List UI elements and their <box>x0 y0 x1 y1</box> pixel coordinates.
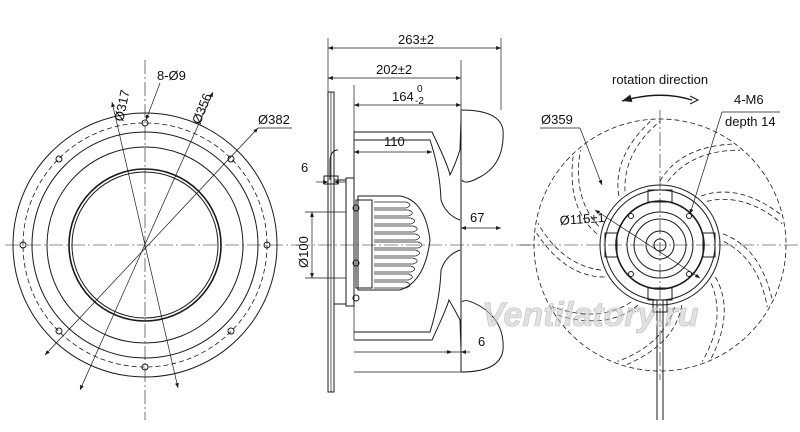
cooling-fin <box>374 273 413 281</box>
impeller-lower-profile-inner <box>354 249 461 333</box>
impeller-blade-edge <box>706 198 783 225</box>
label-depth: depth 14 <box>725 114 776 129</box>
impeller-upper-profile <box>354 119 462 177</box>
label-dia-115: Ø115±1 <box>559 210 605 228</box>
bolt-hole <box>19 241 27 249</box>
thread-leader <box>689 111 723 215</box>
dim-115-leader <box>594 209 701 279</box>
impeller-blade-edge <box>667 149 740 182</box>
cooling-fin <box>374 233 420 241</box>
motor-mount <box>355 199 373 289</box>
cable <box>329 149 339 180</box>
label-len-6-top: 6 <box>301 160 308 175</box>
impeller-blade <box>557 304 639 322</box>
impeller-blade-edge <box>537 223 602 271</box>
label-dia-317: Ø317 <box>111 88 132 122</box>
impeller-blade-edge <box>617 307 675 362</box>
label-len-110: 110 <box>384 134 405 149</box>
cooling-fin <box>374 225 418 233</box>
shaft-stub <box>333 179 347 305</box>
rotation-arrow-tail <box>689 95 700 105</box>
dim-359-leader <box>579 127 603 186</box>
label-len-164: 164 <box>392 89 414 104</box>
label-dia-382: Ø382 <box>258 112 290 127</box>
mount-screw <box>352 294 360 302</box>
impeller-upper-profile-inner <box>354 139 461 221</box>
mount-screw <box>352 204 360 212</box>
cooling-fins <box>374 201 423 289</box>
bolt-hole <box>227 327 235 335</box>
impeller-blade-edge <box>578 149 600 227</box>
label-dia-359: Ø359 <box>541 112 573 127</box>
cooling-fin <box>374 281 411 289</box>
impeller-blade <box>626 305 683 365</box>
rear-view: Ø359 Ø115±1 4-M6 depth 14 rotation direc… <box>520 72 798 420</box>
motor-body <box>352 195 431 302</box>
label-bolts: 8-Ø9 <box>157 68 186 83</box>
mount-screw <box>352 259 360 267</box>
impeller-blade <box>722 233 773 299</box>
impeller-lower-profile <box>354 298 462 351</box>
bolt-circle <box>22 122 268 368</box>
threaded-hole <box>628 271 634 277</box>
label-len-67: 67 <box>470 210 484 225</box>
cooling-fin <box>374 201 411 209</box>
label-len-263: 263±2 <box>398 32 434 47</box>
impeller-blade <box>571 156 598 235</box>
threaded-hole <box>686 213 692 219</box>
cooling-fin <box>374 257 418 265</box>
label-dia-100: Ø100 <box>296 236 311 268</box>
impeller-blade <box>536 232 605 278</box>
bolts-leader <box>145 82 161 121</box>
cooling-fin <box>374 217 416 225</box>
cable-gland <box>323 175 339 185</box>
impeller-blade-edge <box>552 301 632 315</box>
impeller-blade-edge <box>624 120 661 192</box>
impeller-blade-edge <box>723 241 768 308</box>
watermark: Ventilatory.ru <box>482 296 699 334</box>
impeller-blade <box>711 276 725 359</box>
label-len-202: 202±2 <box>376 62 412 77</box>
blade-curve-bottom <box>460 300 504 373</box>
impeller-blade-edge <box>701 283 718 362</box>
label-len-6-bottom: 6 <box>478 334 485 349</box>
hub-backplate <box>345 177 355 307</box>
cooling-fin <box>374 265 416 273</box>
impeller-blade <box>659 143 733 182</box>
dim-382-leader <box>44 127 259 356</box>
bolt-hole <box>55 327 63 335</box>
bolt-hole <box>55 155 63 163</box>
label-thread: 4-M6 <box>734 92 764 107</box>
front-view: Ø317 8-Ø9 Ø356 Ø382 <box>5 60 300 420</box>
label-len-164-upper: 0 <box>417 84 423 95</box>
label-rotation: rotation direction <box>612 72 708 87</box>
blade-curve-top <box>460 109 504 183</box>
rotation-arrow <box>621 94 693 103</box>
impeller-blade <box>617 121 651 197</box>
dim-356-leader <box>79 91 214 391</box>
cooling-fin <box>374 209 413 217</box>
label-dia-356: Ø356 <box>189 91 215 126</box>
cooling-fin <box>374 241 423 249</box>
threaded-hole <box>628 213 634 219</box>
label-len-164-lower: -2 <box>415 96 424 107</box>
impeller-blades <box>536 120 783 365</box>
side-view: 263±2 202±2 164 0 -2 110 <box>296 32 540 393</box>
cooling-fin <box>374 249 420 257</box>
impeller-blade <box>700 191 781 215</box>
